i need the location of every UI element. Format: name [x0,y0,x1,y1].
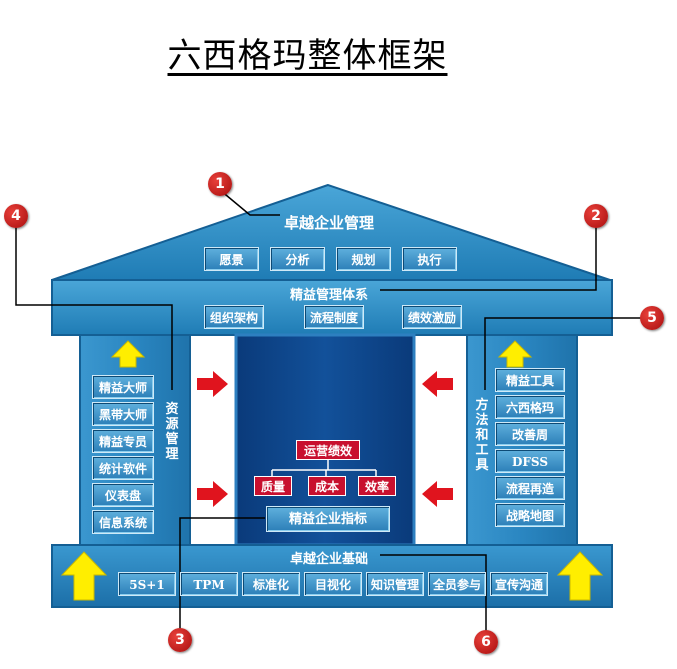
right-pillar-item-5[interactable]: 战略地图 [495,503,565,527]
roof-button-vision[interactable]: 愿景 [204,247,259,271]
base-button-6[interactable]: 宣传沟通 [490,572,548,596]
callout-badge-2: 2 [584,204,608,228]
right-pillar-item-0[interactable]: 精益工具 [495,368,565,392]
center-top-box: 运营绩效 [296,440,360,460]
base-button-2[interactable]: 标准化 [242,572,300,596]
arrow-up-base-right [556,551,604,601]
roof-button-planning[interactable]: 规划 [336,247,391,271]
beam-button-incentive[interactable]: 绩效激励 [402,305,462,329]
left-pillar-item-4[interactable]: 仪表盘 [92,483,154,507]
tree-connectors [271,460,377,476]
arrow-up-base-left [60,551,108,601]
arrow-right-top [422,371,453,397]
left-pillar-item-5[interactable]: 信息系统 [92,510,154,534]
center-box-quality: 质量 [254,476,292,496]
beam-button-org[interactable]: 组织架构 [204,305,264,329]
center-indicator[interactable]: 精益企业指标 [266,506,390,532]
callout-badge-6: 6 [474,630,498,654]
arrow-left-bottom [197,481,228,507]
left-pillar-label: 资源管理 [165,402,179,462]
center-box-efficiency: 效率 [358,476,396,496]
base-button-4[interactable]: 知识管理 [366,572,424,596]
left-pillar-item-1[interactable]: 黑带大师 [92,402,154,426]
roof-button-execution[interactable]: 执行 [402,247,457,271]
callout-badge-5: 5 [640,306,664,330]
arrow-right-bottom [422,481,453,507]
roof-title: 卓越企业管理 [283,214,374,232]
callout-lines [15,189,642,632]
right-pillar-label: 方法和工具 [475,398,489,473]
callout-badge-3: 3 [168,628,192,652]
base-button-0[interactable]: 5S+1 [118,572,176,596]
base-button-5[interactable]: 全员参与 [428,572,486,596]
roof-button-analysis[interactable]: 分析 [270,247,325,271]
beam-button-process[interactable]: 流程制度 [304,305,364,329]
right-pillar-item-4[interactable]: 流程再造 [495,476,565,500]
arrow-up-left-pillar [110,340,146,368]
arrow-up-right-pillar [497,340,533,368]
beam-title: 精益管理体系 [289,288,368,303]
page-title: 六西格玛整体框架 [167,36,448,76]
callout-badge-4: 4 [4,204,28,228]
right-pillar-item-3[interactable]: DFSS [495,449,565,473]
right-pillar-item-2[interactable]: 改善周 [495,422,565,446]
base-title: 卓越企业基础 [289,552,368,567]
base-button-1[interactable]: TPM [180,572,238,596]
callout-badge-1: 1 [208,172,232,196]
center-box-cost: 成本 [308,476,346,496]
left-pillar-item-2[interactable]: 精益专员 [92,429,154,453]
base-button-3[interactable]: 目视化 [304,572,362,596]
left-pillar-item-0[interactable]: 精益大师 [92,375,154,399]
right-pillar-item-1[interactable]: 六西格玛 [495,395,565,419]
left-pillar-item-3[interactable]: 统计软件 [92,456,154,480]
arrow-left-top [197,371,228,397]
